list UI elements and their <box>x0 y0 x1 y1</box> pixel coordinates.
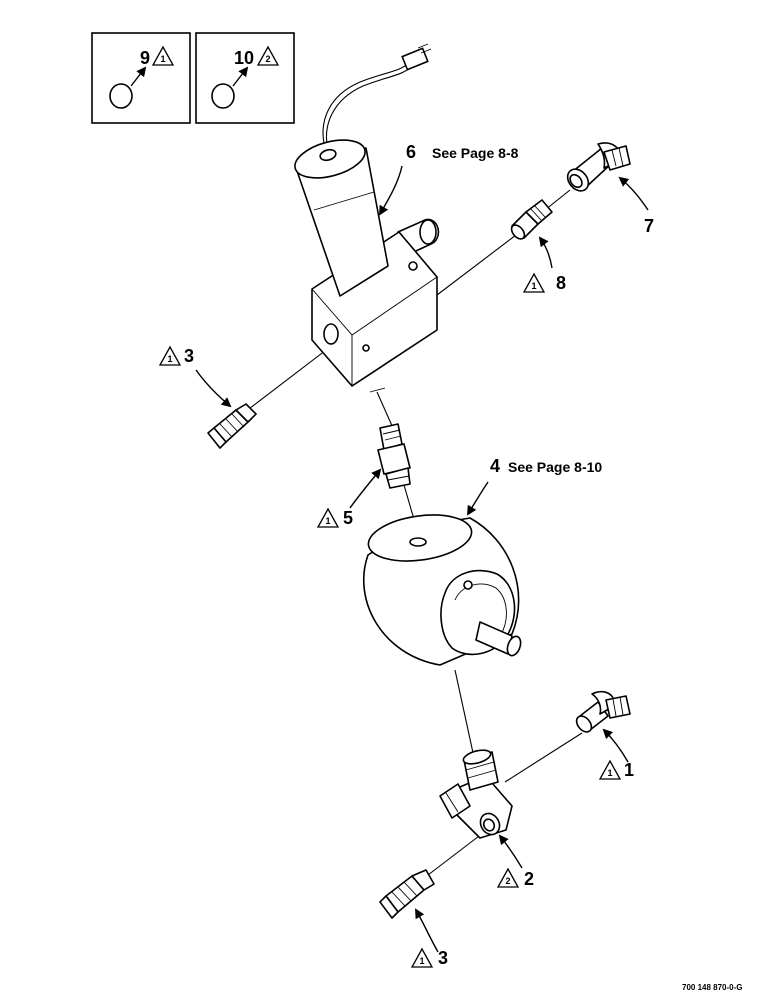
elbow-fitting-7 <box>566 142 631 192</box>
svg-text:1: 1 <box>168 354 173 364</box>
nipple-fitting-3-top <box>207 403 257 449</box>
callout-5: 1 5 <box>317 508 353 528</box>
callout-ref-4: See Page 8-10 <box>508 459 602 475</box>
svg-text:1: 1 <box>161 54 166 64</box>
inset-box-9: 9 1 <box>91 32 191 124</box>
note-triangle: 2 <box>257 46 279 66</box>
valve-motor-assembly <box>294 43 440 393</box>
svg-text:2: 2 <box>266 54 271 64</box>
callout-8: 1 8 <box>523 273 566 293</box>
o-ring-9 <box>109 83 133 109</box>
note-triangle: 1 <box>523 273 545 293</box>
svg-text:1: 1 <box>420 956 425 966</box>
callout-number-1: 1 <box>624 760 634 780</box>
callout-number-4: 4 <box>490 456 500 476</box>
callout-1: 1 1 <box>599 760 634 780</box>
svg-text:1: 1 <box>532 281 537 291</box>
callout-ref-6: See Page 8-8 <box>432 145 519 161</box>
tee-fitting-2 <box>439 749 513 839</box>
callout-number-2: 2 <box>524 869 534 889</box>
note-triangle: 1 <box>411 948 433 968</box>
inset-number-10: 10 <box>234 48 254 68</box>
coupler-fitting-5 <box>377 423 411 489</box>
callout-2: 2 2 <box>497 868 534 889</box>
callout-number-7: 7 <box>644 216 654 236</box>
nipple-fitting-3-bottom <box>379 869 435 919</box>
note-triangle: 2 <box>497 868 519 888</box>
elbow-fitting-1 <box>575 690 631 733</box>
callout-number-3-top: 3 <box>184 346 194 366</box>
connector-plug <box>401 43 432 71</box>
callout-3-bottom: 1 3 <box>411 948 448 968</box>
note-triangle: 1 <box>159 346 181 366</box>
note-triangle: 1 <box>599 760 621 780</box>
callout-number-6: 6 <box>406 142 416 162</box>
callout-4: 4 See Page 8-10 <box>490 456 602 476</box>
callout-3-top: 1 3 <box>159 346 194 366</box>
o-ring-10 <box>211 83 235 109</box>
drawing-number: 700 148 870-0-G <box>682 983 743 992</box>
note-triangle: 1 <box>317 508 339 528</box>
callout-number-3-bottom: 3 <box>438 948 448 968</box>
callout-7: 7 <box>644 216 654 236</box>
leader-arrows <box>195 165 649 953</box>
pump-housing-4 <box>363 514 522 666</box>
svg-text:2: 2 <box>506 876 511 886</box>
svg-text:1: 1 <box>608 768 613 778</box>
svg-text:1: 1 <box>326 516 331 526</box>
note-triangle: 1 <box>152 46 174 66</box>
assembly-lines <box>244 189 583 876</box>
adapter-fitting-8 <box>510 199 553 240</box>
callout-number-8: 8 <box>556 273 566 293</box>
inset-box-10: 10 2 <box>195 32 295 124</box>
callout-6: 6 See Page 8-8 <box>406 142 519 162</box>
callout-number-5: 5 <box>343 508 353 528</box>
inset-number-9: 9 <box>140 48 150 68</box>
